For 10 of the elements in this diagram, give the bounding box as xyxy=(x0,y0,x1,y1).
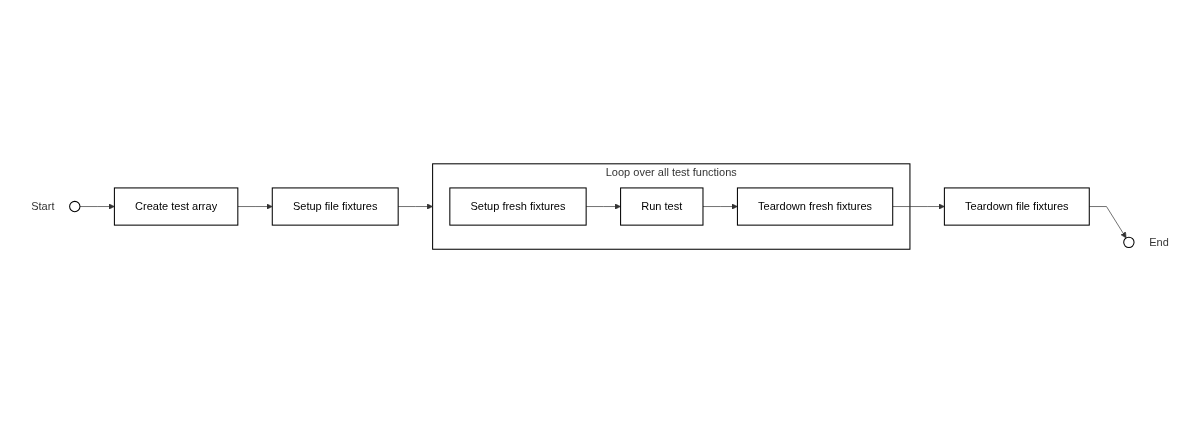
node-circle xyxy=(1122,236,1135,249)
node-box: Run test xyxy=(619,187,703,226)
node-box: Create test array xyxy=(113,187,238,226)
node-box: Setup fresh fixtures xyxy=(448,187,587,226)
node-circle xyxy=(68,200,80,213)
node-box: Teardown fresh fixtures xyxy=(736,187,893,226)
node-label: Start xyxy=(30,200,54,213)
node-box: Teardown file fixtures xyxy=(943,187,1090,226)
node-box: Setup file fixtures xyxy=(271,187,399,226)
node-label: End xyxy=(1148,236,1169,248)
